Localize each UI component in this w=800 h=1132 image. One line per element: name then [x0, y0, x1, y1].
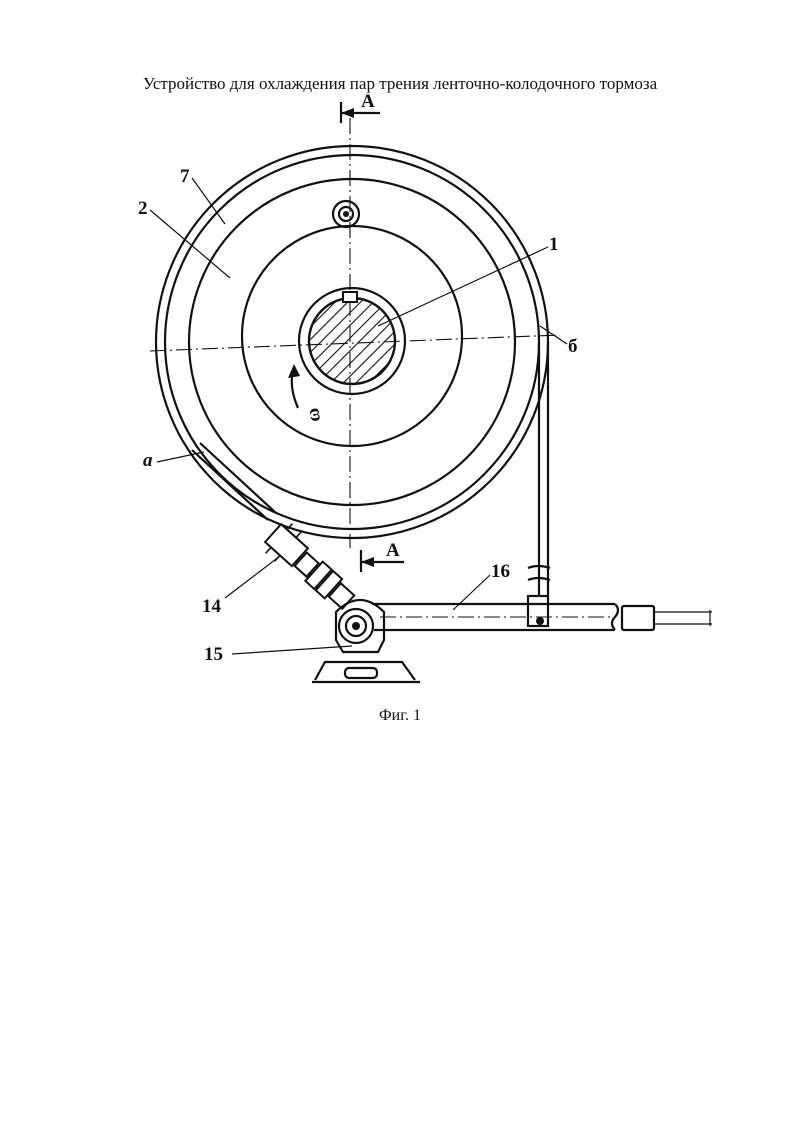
label-16: 16 — [491, 561, 510, 582]
top-fitting-outer — [331, 199, 361, 229]
right-clamp — [527, 564, 551, 582]
section-label-top: А — [361, 91, 375, 112]
figure-title: Устройство для охлаждения пар трения лен… — [142, 74, 658, 93]
top-fitting-inner — [337, 205, 355, 223]
leader-a — [156, 451, 205, 463]
base-slot — [343, 666, 379, 680]
label-7: 7 — [180, 166, 190, 187]
label-a: а — [143, 450, 153, 471]
support-base — [314, 660, 416, 681]
shaft-key — [342, 291, 358, 303]
pivot-middle — [344, 614, 368, 638]
horizontal-axis — [149, 334, 561, 352]
leader-7 — [191, 177, 226, 225]
pulley-rim — [187, 177, 517, 507]
lever-break — [610, 603, 620, 631]
label-14: 14 — [202, 596, 222, 617]
section-arrowhead-bottom — [361, 557, 374, 567]
lever-handle — [620, 604, 656, 632]
band-left-outer — [191, 449, 269, 521]
shaft-hatched — [307, 296, 397, 386]
leader-16 — [452, 574, 491, 611]
lever-bracket-pin — [536, 617, 544, 625]
lever-bracket — [526, 594, 550, 628]
label-1: 1 — [549, 234, 559, 255]
section-label-bottom: А — [386, 540, 400, 561]
support-body — [334, 598, 386, 654]
omega-label: ω — [302, 406, 325, 423]
leader-14 — [224, 555, 281, 599]
shaft-bore — [297, 286, 407, 396]
leader-6 — [539, 325, 568, 345]
leader-1 — [377, 246, 549, 327]
rotation-arrowhead — [288, 364, 300, 378]
figure-caption: Фиг. 1 — [379, 707, 421, 724]
pivot-outer — [337, 607, 375, 645]
pivot-core — [352, 622, 360, 630]
label-2: 2 — [138, 198, 148, 219]
top-fitting-core — [343, 211, 349, 217]
label-15: 15 — [204, 644, 223, 665]
leader-15 — [231, 645, 353, 655]
leader-2 — [149, 209, 231, 279]
label-6: б — [568, 336, 578, 357]
section-arrowhead-top — [341, 108, 354, 118]
band-left-inner — [199, 442, 277, 514]
